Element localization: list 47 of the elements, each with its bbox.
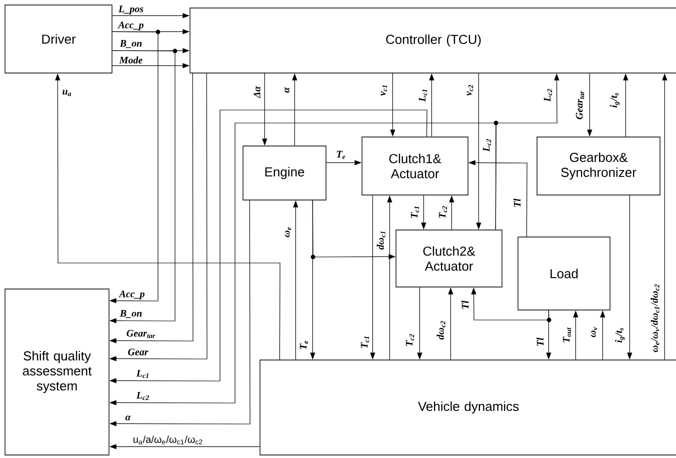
- signal-label: T$_{e}$: [336, 150, 346, 160]
- block-box: Controller (TCU): [190, 8, 676, 74]
- signal-label: L$_{c2}$: [136, 392, 149, 400]
- signal-label: i$_{g}$/t$_{s}$: [610, 92, 620, 108]
- signal-label: T$_{c2}$: [406, 334, 414, 346]
- block-box: Clutch1& Actuator: [362, 136, 468, 196]
- signal-label: B_on: [120, 40, 142, 48]
- signal-label: Tl: [462, 300, 468, 309]
- signal-label: Δα: [254, 86, 260, 98]
- block-box: Vehicle dynamics: [260, 360, 676, 456]
- signal-label: T$_{c2}$: [438, 206, 448, 218]
- block-box: Load: [518, 236, 610, 310]
- signal-label: Tl: [536, 338, 544, 346]
- signal-label: Gear: [128, 348, 148, 356]
- signal-label: B_on: [120, 310, 142, 318]
- signal-label: Acc_p: [118, 290, 144, 300]
- block-box: Clutch2& Actuator: [396, 230, 502, 288]
- signal-label: L$_{c1}$: [136, 370, 148, 378]
- signal-label: T$_{out}$: [562, 327, 572, 342]
- block-box: Shift quality assessment system: [4, 288, 110, 456]
- signal-label: v$_{c2}$: [466, 84, 474, 96]
- signal-label: α: [125, 416, 131, 420]
- signal-label: ω$_{e}$: [284, 227, 292, 238]
- signal-label: Tl: [514, 198, 520, 207]
- signal-label: i$_{g}$/t$_{s}$: [615, 328, 625, 343]
- signal-label: u$_{a}$/a/ω$_{e}$/ω$_{c1}$/ω$_{c2}$: [134, 436, 202, 444]
- signal-label: Gear$_{tar}$: [576, 90, 584, 120]
- signal-label: ω$_{e}$/ω$_{v}$/dω$_{c1}$/dω$_{c2}$: [650, 284, 660, 352]
- signal-label: Gear$_{tar}$: [126, 330, 156, 338]
- signal-label: α: [284, 87, 290, 93]
- signal-label: dω$_{c2}$: [436, 321, 446, 340]
- signal-label: v$_{c1}$: [380, 85, 388, 96]
- signal-label: T$_{c1}$: [360, 336, 370, 348]
- signal-label: Mode: [119, 56, 142, 64]
- signal-label: T$_{e}$: [300, 340, 308, 350]
- block-box: Driver: [4, 4, 112, 74]
- block-box: Gearbox& Synchronizer: [536, 136, 660, 196]
- signal-label: L$_{c2}$: [482, 139, 492, 152]
- signal-label: u$_{a}$: [62, 90, 72, 96]
- signal-label: Acc_p: [118, 22, 144, 30]
- signal-label: T$_{c1}$: [410, 206, 420, 218]
- signal-label: L$_{c2}$: [544, 89, 552, 102]
- signal-label: ω$_{v}$: [590, 327, 598, 338]
- block-box: Engine: [242, 146, 326, 200]
- signal-label: dω$_{c1}$: [376, 232, 386, 250]
- signal-label: L_pos: [118, 6, 144, 14]
- signal-label: L$_{c1}$: [418, 90, 428, 102]
